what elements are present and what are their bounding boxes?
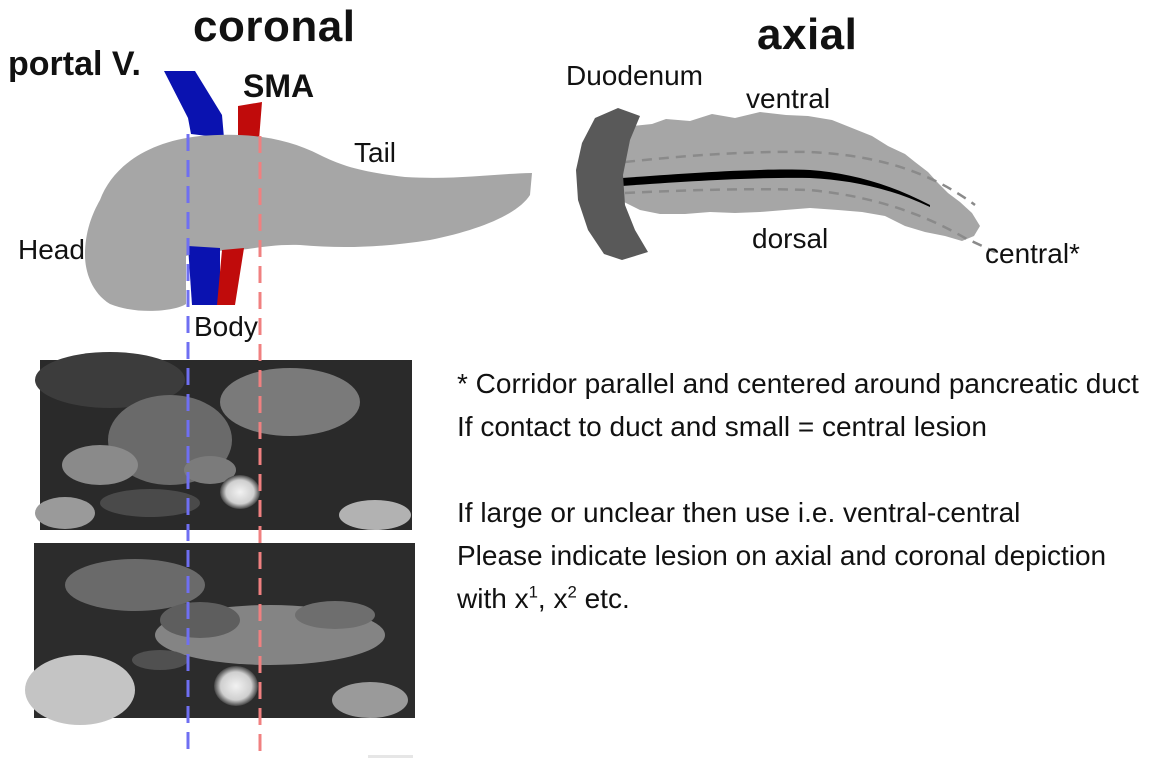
pancreas-coronal-shape [85, 135, 532, 311]
ventral-label: ventral [746, 83, 830, 115]
note-markers-text-a: with x [457, 583, 529, 614]
note-markers-text-c: etc. [577, 583, 630, 614]
note-line-central-lesion: If contact to duct and small = central l… [457, 405, 1139, 448]
note-marker-superscript-1: 1 [529, 583, 538, 602]
sma-upper-segment [238, 102, 262, 140]
portal-vein-lower-segment [188, 246, 220, 305]
note-line-indicate-lesion: Please indicate lesion on axial and coro… [457, 534, 1139, 577]
central-label: central* [985, 238, 1080, 270]
note-spacer [457, 448, 1139, 491]
sma-label: SMA [243, 68, 314, 105]
sma-lower-segment [217, 248, 244, 305]
notes-block: * Corridor parallel and centered around … [457, 362, 1139, 620]
coronal-title: coronal [193, 2, 355, 52]
axial-title: axial [757, 10, 857, 60]
dorsal-label: dorsal [752, 223, 828, 255]
note-line-markers: with x1, x2 etc. [457, 577, 1139, 620]
mri-image-2 [25, 543, 415, 725]
note-marker-superscript-2: 2 [567, 583, 576, 602]
tail-label: Tail [354, 137, 396, 169]
duodenum-label: Duodenum [566, 60, 703, 92]
note-line-large-unclear: If large or unclear then use i.e. ventra… [457, 491, 1139, 534]
portal-vein-label: portal V. [8, 45, 141, 84]
note-line-corridor: * Corridor parallel and centered around … [457, 362, 1139, 405]
head-label: Head [18, 234, 85, 266]
mri-image-1 [35, 352, 412, 530]
note-markers-text-b: , x [538, 583, 568, 614]
body-label: Body [194, 311, 258, 343]
portal-vein-upper-segment [164, 71, 224, 138]
